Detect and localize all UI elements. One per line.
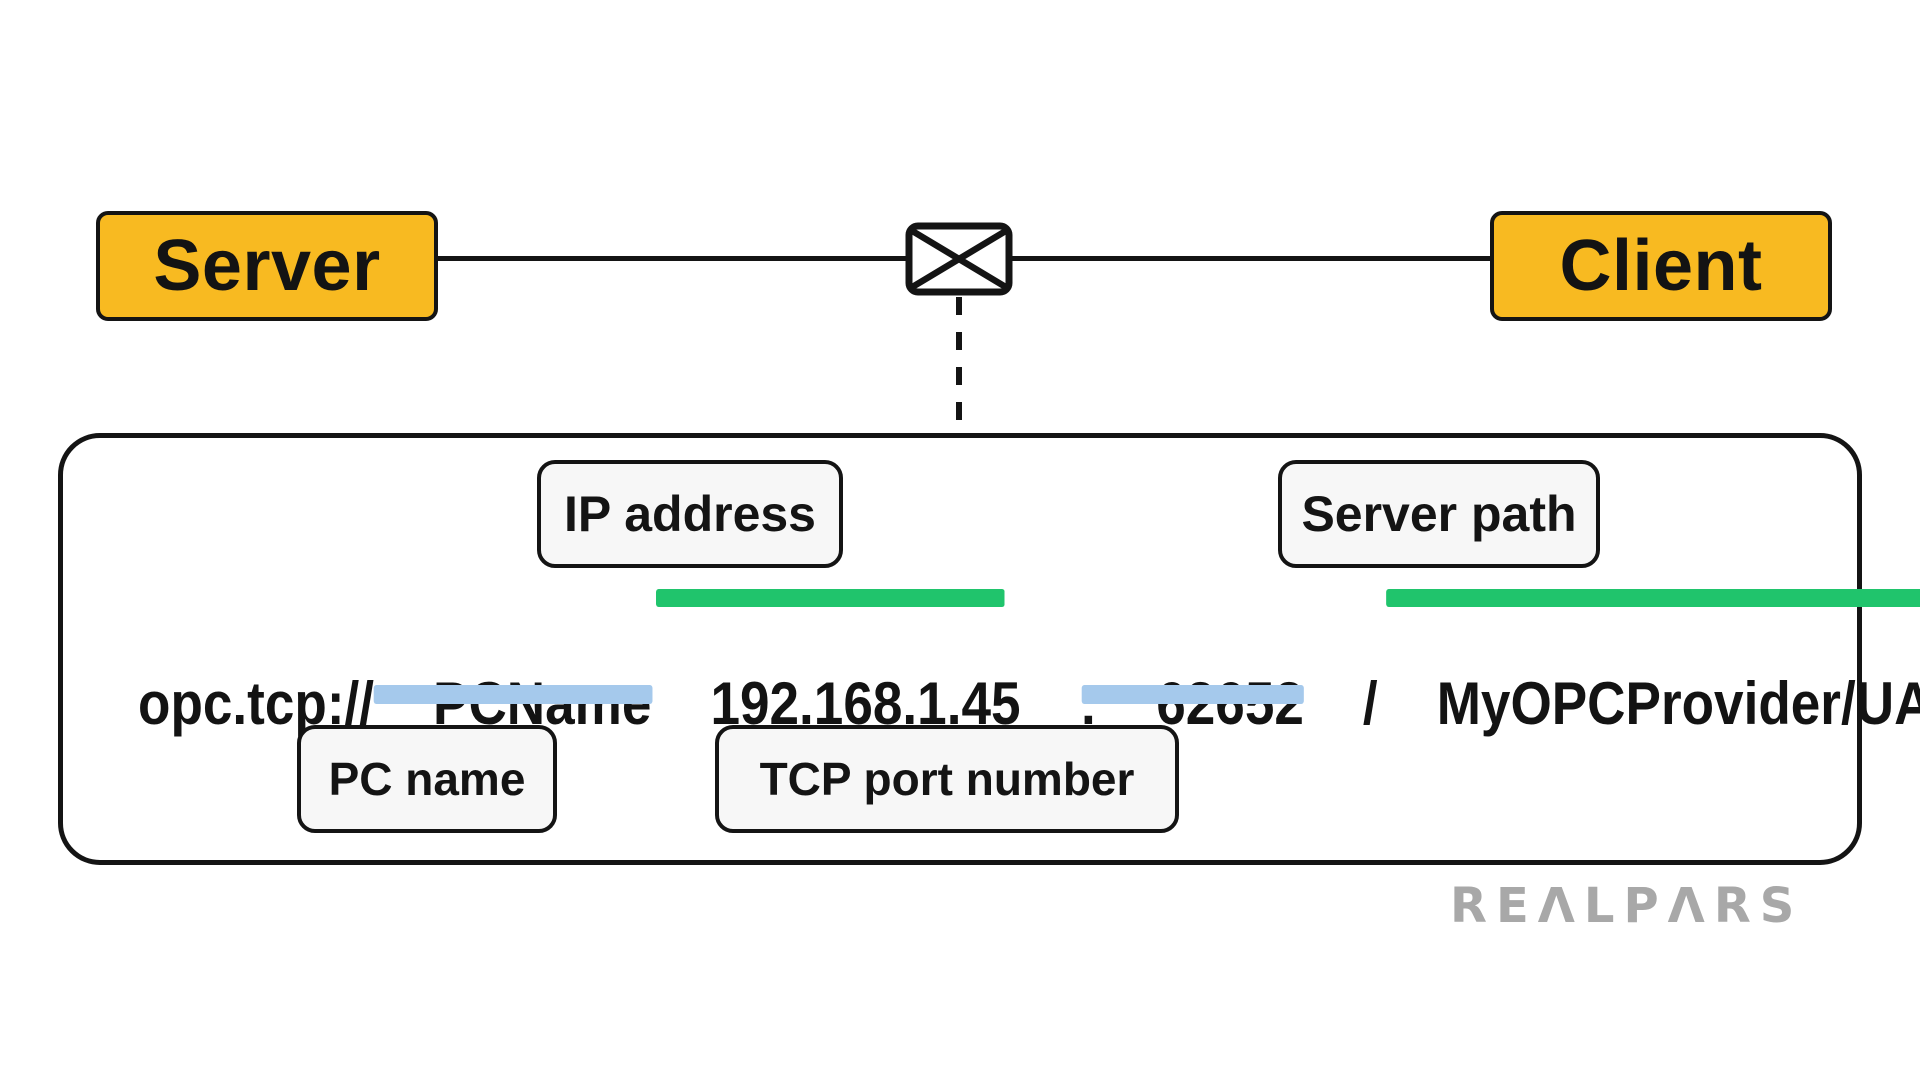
tcp-port-highlight-bar <box>1081 685 1304 704</box>
server-path-label-box: Server path <box>1278 460 1600 568</box>
dashed-connector-line <box>956 297 962 433</box>
tcp-port-label: TCP port number <box>759 753 1135 805</box>
client-node-label: Client <box>1559 226 1763 306</box>
server-to-message-line <box>436 256 906 261</box>
pc-name-label-box: PC name <box>297 725 557 833</box>
server-node-label: Server <box>153 226 381 306</box>
url-segment-ip: 192.168.1.45 <box>651 589 1021 854</box>
ip-address-label: IP address <box>563 486 816 542</box>
url-segment-path: MyOPCProvider/UAServerName <box>1378 589 1920 854</box>
url-segment-protocol-text: opc.tcp:// <box>138 670 375 737</box>
pc-name-highlight-bar <box>374 685 653 704</box>
realpars-logo: REΛLPΛRS <box>1450 878 1804 934</box>
url-segment-slash: / <box>1304 614 1378 854</box>
server-path-label: Server path <box>1301 486 1577 542</box>
connection-string: opc.tcp:// PCName 192.168.1.45 : 62652 /… <box>79 589 1920 854</box>
url-segment-slash-text: / <box>1362 670 1378 737</box>
server-path-highlight-bar <box>1386 589 1920 607</box>
url-segment-path-text: MyOPCProvider/UAServerName <box>1436 670 1920 737</box>
message-to-client-line <box>1012 256 1490 261</box>
tcp-port-label-box: TCP port number <box>715 725 1179 833</box>
url-segment-pcname: PCName <box>374 614 653 854</box>
ip-address-label-box: IP address <box>537 460 843 568</box>
pc-name-label: PC name <box>328 753 526 805</box>
ip-address-highlight-bar <box>655 589 1005 607</box>
url-segment-protocol: opc.tcp:// <box>79 614 374 854</box>
client-node-box: Client <box>1490 211 1832 321</box>
url-segment-ip-text: 192.168.1.45 <box>710 670 1021 737</box>
url-segment-port: 62652 <box>1081 614 1304 854</box>
server-node-box: Server <box>96 211 438 321</box>
envelope-icon <box>905 222 1013 296</box>
